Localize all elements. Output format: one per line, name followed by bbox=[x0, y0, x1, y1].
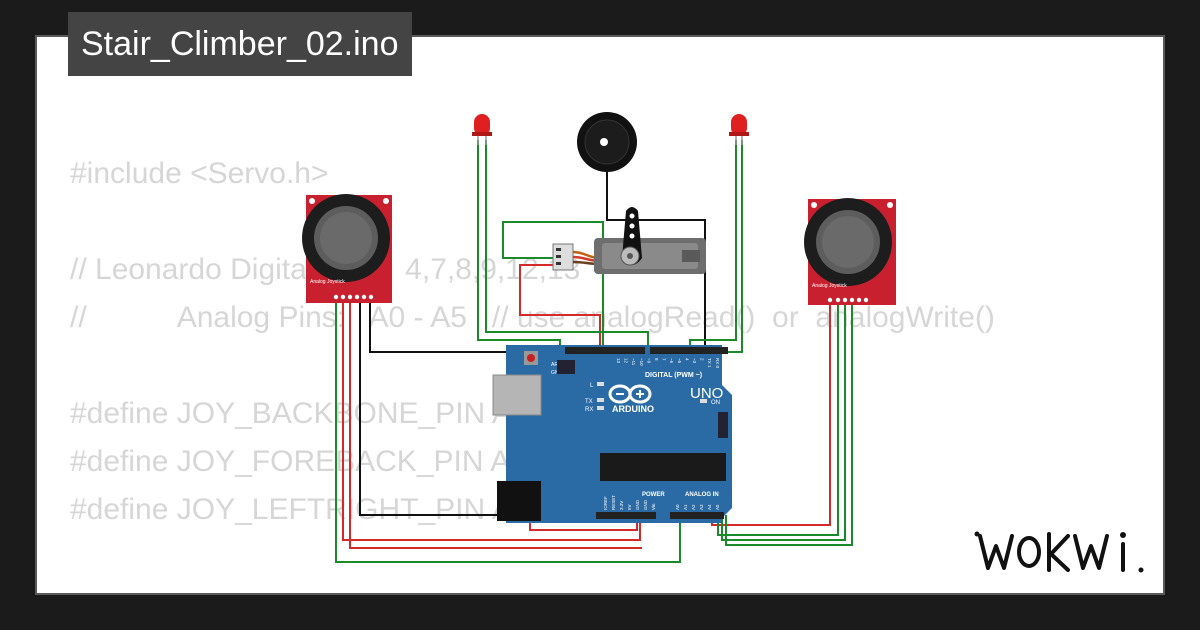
digital-pin-label: 8 bbox=[654, 358, 659, 361]
page-title: Stair_Climber_02.ino bbox=[68, 12, 412, 76]
digital-pin-label: 7 bbox=[662, 358, 667, 361]
buzzer[interactable] bbox=[577, 112, 637, 172]
power-pin-label: GND bbox=[643, 499, 648, 510]
digital-pin-label: ~10 bbox=[639, 358, 644, 366]
code-background: #include <Servo.h> // Leonardo Digital P… bbox=[70, 37, 995, 593]
digital-pin-label: ~9 bbox=[646, 358, 651, 364]
svg-text:L: L bbox=[590, 383, 594, 389]
power-header bbox=[596, 512, 656, 519]
code-line: #define BACKBONE_OUT_PIN 9 // servo PWM … bbox=[70, 582, 745, 593]
power-pin-label: Vin bbox=[651, 503, 656, 510]
code-line: #include <Servo.h> bbox=[70, 157, 329, 190]
joystick-label: Analog Joystick bbox=[310, 279, 345, 285]
analog-pin-label: A4 bbox=[707, 504, 712, 510]
servo-motor[interactable] bbox=[552, 207, 706, 274]
led-right[interactable] bbox=[729, 114, 749, 145]
usb-port bbox=[492, 374, 542, 416]
digital-pin-label: 4 bbox=[684, 358, 689, 361]
joystick-label: Analog Joystick bbox=[812, 283, 847, 289]
svg-text:GND: GND bbox=[551, 370, 563, 376]
arduino-uno[interactable]: AREF GND DIGITAL (PWM ~) L TX RX ARDUINO… bbox=[492, 345, 732, 523]
wire-green bbox=[689, 140, 737, 348]
wire-red bbox=[349, 300, 642, 549]
digital-pin-label: 12 bbox=[624, 358, 629, 364]
reset-button[interactable] bbox=[527, 354, 535, 362]
microcontroller-chip bbox=[600, 453, 726, 481]
digital-pin-label: TX 1 bbox=[707, 358, 712, 368]
power-pin-label: 3.3V bbox=[619, 501, 624, 510]
analog-header bbox=[670, 512, 724, 519]
wire-green bbox=[717, 300, 839, 536]
digital-pin-label: 13 bbox=[616, 358, 621, 364]
digital-pin-label: ~5 bbox=[677, 358, 682, 364]
wokwi-logo-icon bbox=[974, 531, 1144, 573]
wire-black bbox=[369, 300, 520, 353]
analog-pin-label: A2 bbox=[691, 504, 696, 510]
arduino-logo-icon bbox=[608, 384, 652, 404]
digital-pin-label: 2 bbox=[700, 358, 705, 361]
digital-pin-label: ~6 bbox=[669, 358, 674, 364]
power-jack bbox=[497, 481, 541, 521]
svg-text:ON: ON bbox=[711, 400, 720, 406]
power-pin-label: RESET bbox=[611, 495, 616, 510]
wire-green bbox=[335, 300, 681, 563]
power-pin-label: GND bbox=[635, 499, 640, 510]
analog-pin-label: A1 bbox=[683, 504, 688, 510]
analog-pin-label: A5 bbox=[715, 504, 720, 510]
brand-label: ARDUINO bbox=[612, 404, 654, 414]
wire-red bbox=[342, 300, 641, 541]
wire-green bbox=[477, 140, 561, 348]
power-pin-label: IOREF bbox=[603, 496, 608, 510]
wire-black bbox=[606, 170, 706, 345]
svg-text:ANALOG IN: ANALOG IN bbox=[685, 492, 719, 498]
led-body bbox=[731, 114, 747, 136]
digital-pin-label: ~11 bbox=[631, 358, 636, 366]
model-label: UNO bbox=[690, 385, 723, 402]
wire-green bbox=[485, 140, 649, 348]
led-left[interactable] bbox=[472, 114, 492, 145]
digital-pin-label: RX 0 bbox=[715, 358, 720, 369]
joystick-right[interactable]: Analog Joystick bbox=[804, 198, 896, 305]
power-pin-label: 5V bbox=[627, 504, 632, 510]
digital-header bbox=[565, 347, 645, 354]
svg-text:RX: RX bbox=[585, 407, 593, 413]
wire-red bbox=[519, 264, 601, 345]
digital-label: DIGITAL (PWM ~) bbox=[645, 372, 702, 379]
wire-green bbox=[502, 221, 604, 345]
wire-green bbox=[725, 300, 853, 546]
svg-text:POWER: POWER bbox=[642, 492, 665, 498]
led-body bbox=[474, 114, 490, 136]
digital-pin-label: ~3 bbox=[692, 358, 697, 364]
analog-pin-label: A0 bbox=[675, 504, 680, 510]
joystick-left[interactable]: Analog Joystick bbox=[302, 194, 392, 303]
analog-pin-label: A3 bbox=[699, 504, 704, 510]
svg-text:TX: TX bbox=[585, 399, 593, 405]
wire-green bbox=[721, 300, 846, 541]
